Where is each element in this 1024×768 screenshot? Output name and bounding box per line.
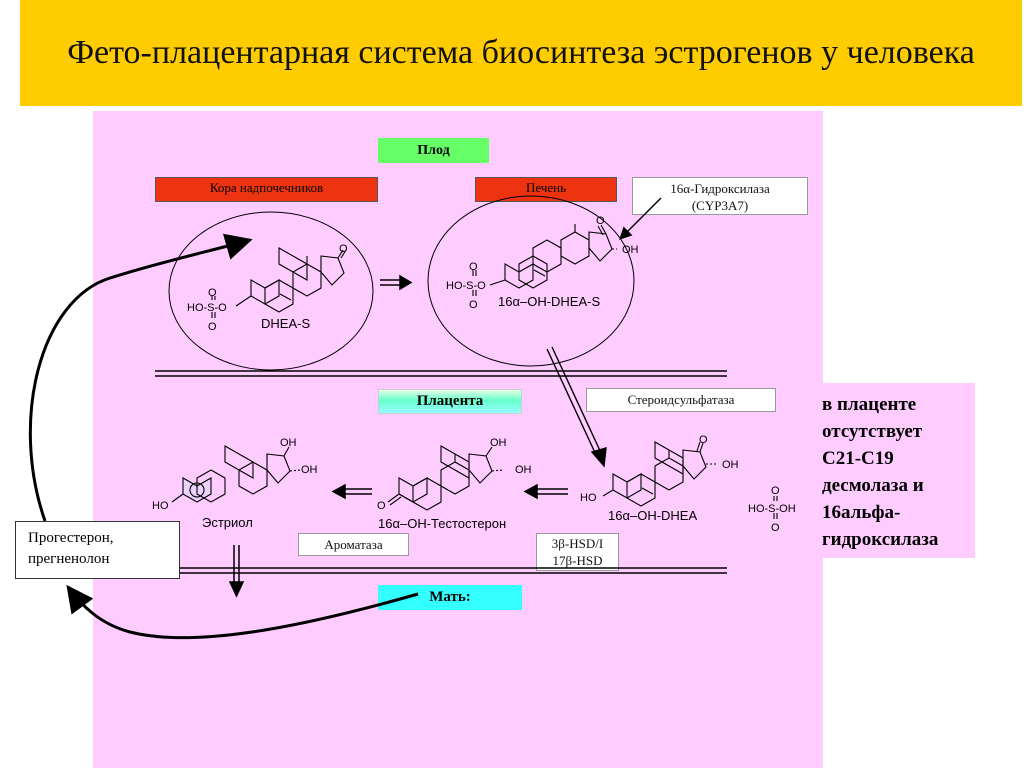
molecule-16a-oh-testosterone: OH OH O 16α–OH-Тестостерон <box>377 437 532 531</box>
molecule-16a-oh-dhea-s: O OH O HO-S-O O 16α–OH-DHEA-S <box>446 215 639 311</box>
side-note: в плаценте отсутствует С21-С19 десмолаза… <box>813 383 975 558</box>
atom-oh: OH <box>301 464 318 476</box>
atom-ho: HO <box>152 500 169 512</box>
atom-sulfate: HO-S-O <box>187 302 227 314</box>
placenta-label: Плацента <box>378 389 522 414</box>
hsd-label-line: 3β-HSD/I <box>551 536 604 551</box>
slide-title-text: Фето-плацентарная система биосинтеза эст… <box>67 34 975 71</box>
fetus-label-text: Плод <box>417 143 450 158</box>
molecule-dhea-s: O O HO-S-O O DHEA-S <box>187 243 348 333</box>
adrenal-cortex-label: Кора надпочечников <box>155 177 378 202</box>
arrow-progesterone-to-adrenal <box>28 233 253 522</box>
aromatase-label: Ароматаза <box>298 533 409 556</box>
separator-fetus-placenta <box>155 370 727 377</box>
arrow-hydroxylase-pointer <box>619 197 662 240</box>
atom-o: O <box>469 299 478 311</box>
hydroxylase-label: 16α-Гидроксилаза (CYP3A7) <box>632 177 808 215</box>
atom-oh: OH <box>490 437 507 449</box>
side-note-line: в плаценте <box>822 394 917 415</box>
adrenal-compartment-circle <box>168 211 374 371</box>
molecule-name: 16α–OH-DHEA <box>608 508 697 523</box>
liver-compartment-circle <box>427 195 635 367</box>
hsd-label-line: 17β-HSD <box>552 553 603 568</box>
sulfatase-label-text: Стероидсульфатаза <box>627 392 735 407</box>
arrow-liver-to-placenta <box>546 346 607 468</box>
hsd-label: 3β-HSD/I 17β-HSD <box>536 533 619 571</box>
atom-o: O <box>208 321 217 333</box>
atom-oh: OH <box>722 459 739 471</box>
atom-ho: HO <box>580 492 597 504</box>
side-note-line: С21-С19 <box>822 448 894 469</box>
atom-o: O <box>339 243 348 255</box>
atom-o: O <box>771 522 780 534</box>
mother-label-text: Мать: <box>429 589 471 605</box>
molecule-name: 16α–OH-DHEA-S <box>498 294 600 309</box>
hydroxylase-label-line: (CYP3A7) <box>691 198 749 213</box>
atom-o: O <box>208 287 217 299</box>
side-note-line: отсутствует <box>822 421 923 442</box>
slide-title: Фето-плацентарная система биосинтеза эст… <box>20 0 1022 106</box>
liver-label-text: Печень <box>525 180 567 195</box>
atom-o: O <box>469 261 478 273</box>
side-note-line: десмолаза и <box>822 475 924 496</box>
atom-sulfate: HO-S-O <box>446 280 486 292</box>
progesterone-box-line: Прогестерон, <box>28 530 114 546</box>
separator-placenta-mother <box>180 567 727 574</box>
atom-sulfuric-acid: HO-S-OH <box>748 503 796 515</box>
molecule-name: 16α–OH-Тестостерон <box>378 516 506 531</box>
arrow-mother-to-progesterone <box>66 584 419 640</box>
atom-o: O <box>377 500 386 512</box>
molecule-name: DHEA-S <box>261 316 310 331</box>
side-note-line: гидроксилаза <box>822 529 939 550</box>
arrow-aromatase-conversion <box>331 483 372 500</box>
hydroxylase-label-line: 16α-Гидроксилаза <box>670 181 770 196</box>
atom-oh: OH <box>515 464 532 476</box>
progesterone-box-line: прегненолон <box>28 551 110 567</box>
adrenal-cortex-label-text: Кора надпочечников <box>209 180 324 195</box>
side-note-line: 16альфа- <box>822 502 901 523</box>
aromatase-label-text: Ароматаза <box>324 537 383 552</box>
progesterone-box: Прогестерон, прегненолон <box>15 521 180 579</box>
molecule-16a-oh-dhea: O OH HO 16α–OH-DHEA <box>580 434 739 523</box>
atom-o: O <box>699 434 708 446</box>
arrow-hsd-conversion <box>523 483 568 500</box>
atom-oh: OH <box>280 437 297 449</box>
sulfatase-label: Стероидсульфатаза <box>586 388 776 412</box>
molecule-estriol: OH OH HO Эстриол <box>152 437 318 530</box>
fetus-label: Плод <box>378 138 489 163</box>
liver-label: Печень <box>475 177 617 202</box>
molecule-free-sulfate: O HO-S-OH O <box>748 485 796 534</box>
arrow-dhea-s-to-liver <box>380 274 413 291</box>
molecule-name: Эстриол <box>202 515 253 530</box>
placenta-label-text: Плацента <box>416 393 484 409</box>
atom-oh: OH <box>622 244 639 256</box>
arrow-estriol-to-mother <box>228 545 245 598</box>
atom-o: O <box>596 215 605 227</box>
atom-o: O <box>771 485 780 497</box>
